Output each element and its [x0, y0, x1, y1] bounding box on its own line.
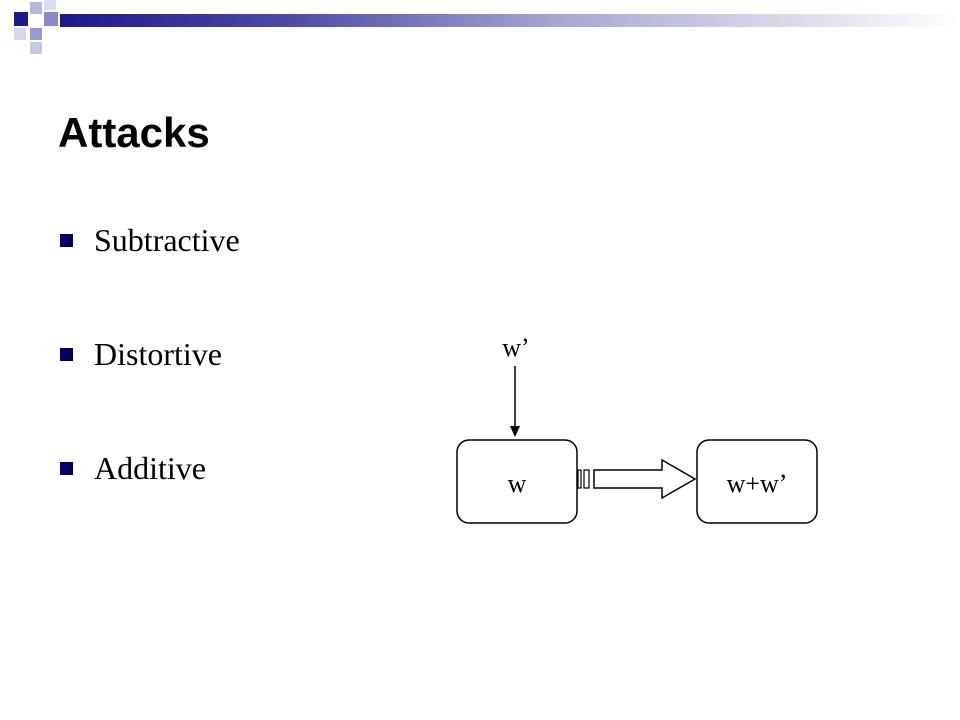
- source-box: [456, 439, 578, 524]
- slide-title: Attacks: [58, 109, 210, 156]
- square-bullet-icon: [60, 348, 73, 361]
- deco-square: [30, 2, 42, 14]
- deco-square: [44, 0, 56, 10]
- result-box-label: w+w’: [727, 469, 788, 498]
- result-box: [696, 439, 818, 524]
- block-arrow: [577, 458, 697, 500]
- square-bullet-icon: [60, 234, 73, 247]
- bullet-label: Subtractive: [94, 222, 240, 258]
- input-label: w’: [502, 333, 529, 362]
- deco-square: [14, 28, 26, 40]
- deco-square: [14, 12, 28, 26]
- title-bar-gradient: [60, 14, 960, 27]
- bullet-label: Distortive: [94, 336, 222, 372]
- corner-decoration: [0, 0, 80, 60]
- source-box-label: w: [508, 469, 527, 498]
- bullet-label: Additive: [94, 450, 206, 486]
- deco-square: [30, 28, 42, 40]
- deco-square: [44, 12, 58, 26]
- square-bullet-icon: [60, 462, 73, 475]
- deco-square: [30, 42, 42, 54]
- down-arrow-head: [510, 426, 520, 437]
